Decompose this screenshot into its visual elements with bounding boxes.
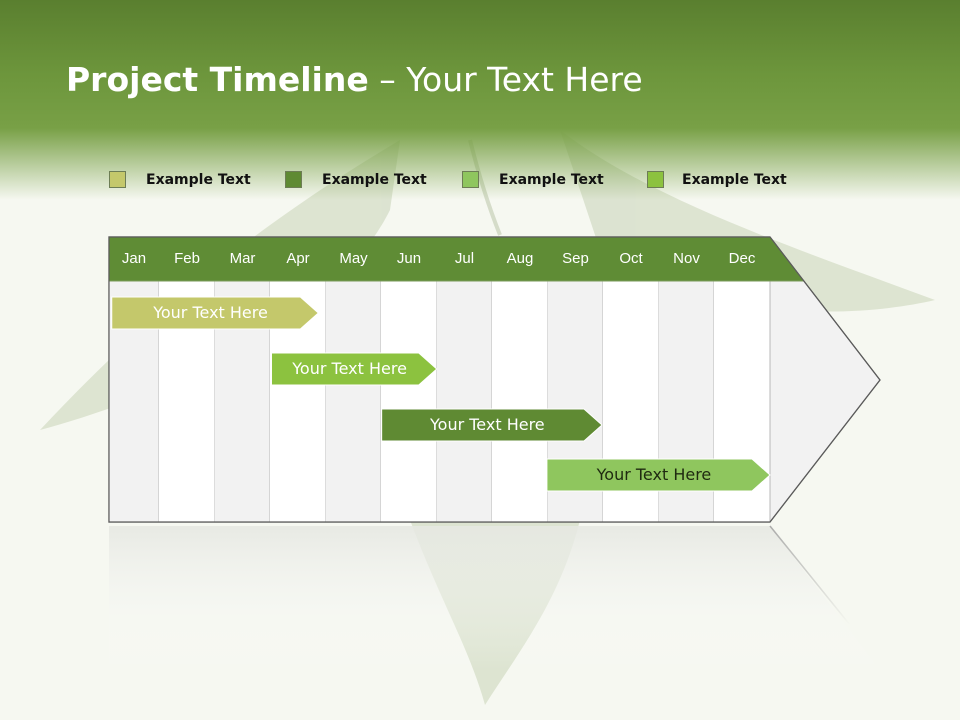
arrow-outline (108, 236, 881, 523)
month-column-aug (492, 281, 548, 522)
task-bar-4 (546, 458, 771, 492)
month-cell-dec (714, 237, 770, 281)
title-bold: Project Timeline (66, 60, 369, 99)
month-label-jun: Jun (396, 250, 422, 267)
month-label-mar: Mar (229, 250, 256, 267)
month-label-may: May (339, 250, 368, 267)
legend-swatch (285, 171, 302, 188)
task-label-4: Your Text Here (596, 465, 712, 484)
month-label-jan: Jan (121, 250, 147, 267)
month-cell-aug (492, 237, 548, 281)
month-label-aug: Aug (506, 250, 534, 267)
task-label-1: Your Text Here (153, 303, 268, 322)
legend-swatch (109, 171, 126, 188)
legend-swatch (647, 171, 664, 188)
month-label-dec: Dec (728, 250, 756, 267)
month-cell-sep (548, 237, 603, 281)
month-column-jun (381, 281, 437, 522)
legend-swatch (462, 171, 479, 188)
page-title: Project Timeline – Your Text Here (66, 60, 643, 99)
month-label-oct: Oct (619, 250, 643, 267)
month-cell-jun (381, 237, 437, 281)
task-label-3: Your Text Here (430, 415, 545, 434)
month-cell-nov (659, 237, 714, 281)
month-label-sep: Sep (562, 250, 589, 267)
title-rest: – Your Text Here (368, 60, 643, 99)
legend-label: Example Text (682, 172, 787, 188)
month-column-jul (437, 281, 492, 522)
month-label-nov: Nov (673, 250, 700, 267)
month-column-may (326, 281, 381, 522)
month-cell-feb (159, 237, 215, 281)
month-cell-apr (270, 237, 326, 281)
month-cell-jan (109, 237, 159, 281)
legend-label: Example Text (322, 172, 427, 188)
reflection-edge-diagonal (769, 525, 851, 626)
month-label-feb: Feb (174, 250, 200, 267)
legend-label: Example Text (146, 172, 251, 188)
month-cell-jul (437, 237, 492, 281)
month-cell-may (326, 237, 381, 281)
month-cell-oct (603, 237, 659, 281)
timeline-reflection (109, 526, 880, 670)
task-bar-2 (270, 352, 438, 386)
task-label-2: Your Text Here (292, 359, 407, 378)
month-label-apr: Apr (286, 250, 310, 267)
legend-label: Example Text (499, 172, 604, 188)
task-bar-1 (111, 296, 320, 330)
month-cell-mar (215, 237, 270, 281)
header-band (0, 0, 960, 200)
task-bar-3 (381, 408, 603, 442)
month-label-jul: Jul (454, 250, 475, 267)
